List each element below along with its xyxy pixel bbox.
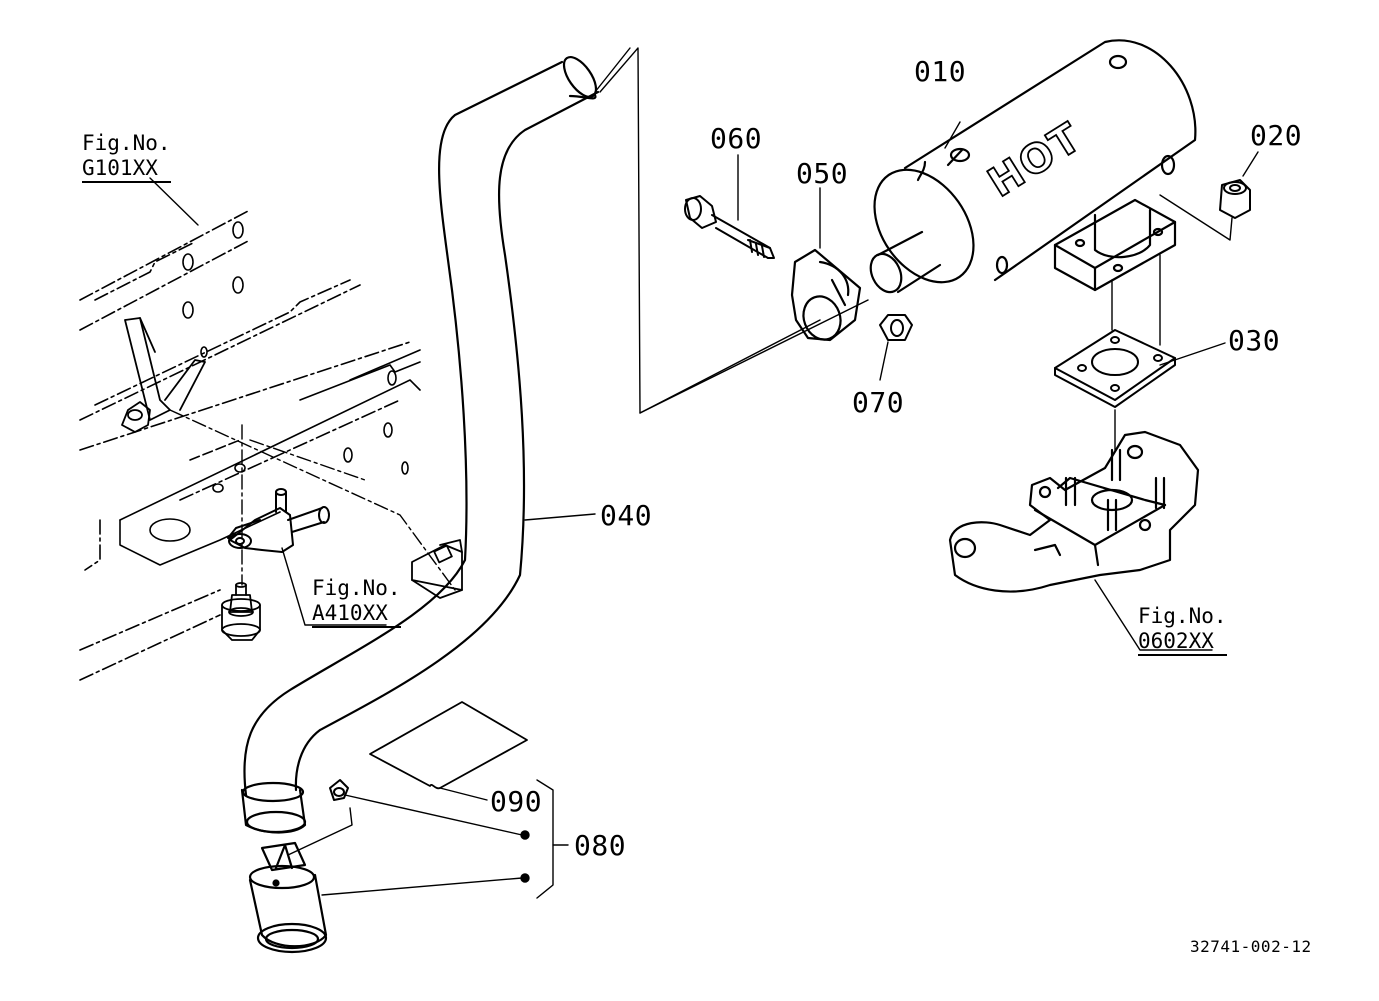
muffler-010	[869, 39, 1197, 294]
part-label-090: 090	[490, 785, 543, 818]
part-label-050: 050	[796, 157, 849, 190]
fig-ref-prefix: Fig.No.	[1138, 604, 1227, 628]
part-label-070: 070	[852, 386, 905, 419]
screw-080	[329, 779, 349, 801]
gasket-030	[1054, 329, 1176, 408]
fig-ref-code: G101XX	[82, 156, 171, 183]
frame-bracket	[121, 317, 206, 433]
fig-ref-g101xx: Fig.No. G101XX	[82, 131, 171, 183]
bolt-and-washer	[221, 582, 261, 641]
exhaust-manifold	[948, 430, 1200, 593]
muffler-leaders	[944, 121, 1233, 366]
nut-020	[1219, 179, 1251, 219]
clamp-bracket-050	[790, 248, 862, 342]
fig-ref-prefix: Fig.No.	[82, 131, 171, 155]
decal-090	[369, 701, 528, 801]
exhaust-pipe-040	[240, 56, 600, 834]
part-label-080: 080	[574, 829, 627, 862]
part-label-060: 060	[710, 122, 763, 155]
frame-holes	[149, 221, 409, 542]
part-label-010: 010	[914, 55, 967, 88]
pipe-support-bracket	[411, 539, 463, 599]
fig-ref-prefix: Fig.No.	[312, 576, 401, 600]
fig-ref-code: A410XX	[312, 601, 401, 628]
fig-ref-a410xx: Fig.No. A410XX	[312, 576, 401, 628]
nut-070	[879, 314, 913, 341]
part-label-030: 030	[1228, 324, 1281, 357]
sensor-fitting	[227, 488, 330, 553]
pipe-leader-040	[524, 47, 869, 521]
bolt-060	[684, 195, 775, 259]
part-label-020: 020	[1250, 119, 1303, 152]
fig-ref-code: 0602XX	[1138, 629, 1227, 656]
leaders-080	[287, 779, 569, 899]
drawing-id: 32741-002-12	[1190, 937, 1312, 956]
tail-pipe-extension	[248, 841, 328, 954]
part-label-040: 040	[600, 499, 653, 532]
fig-ref-0602xx: Fig.No. 0602XX	[1138, 604, 1227, 656]
